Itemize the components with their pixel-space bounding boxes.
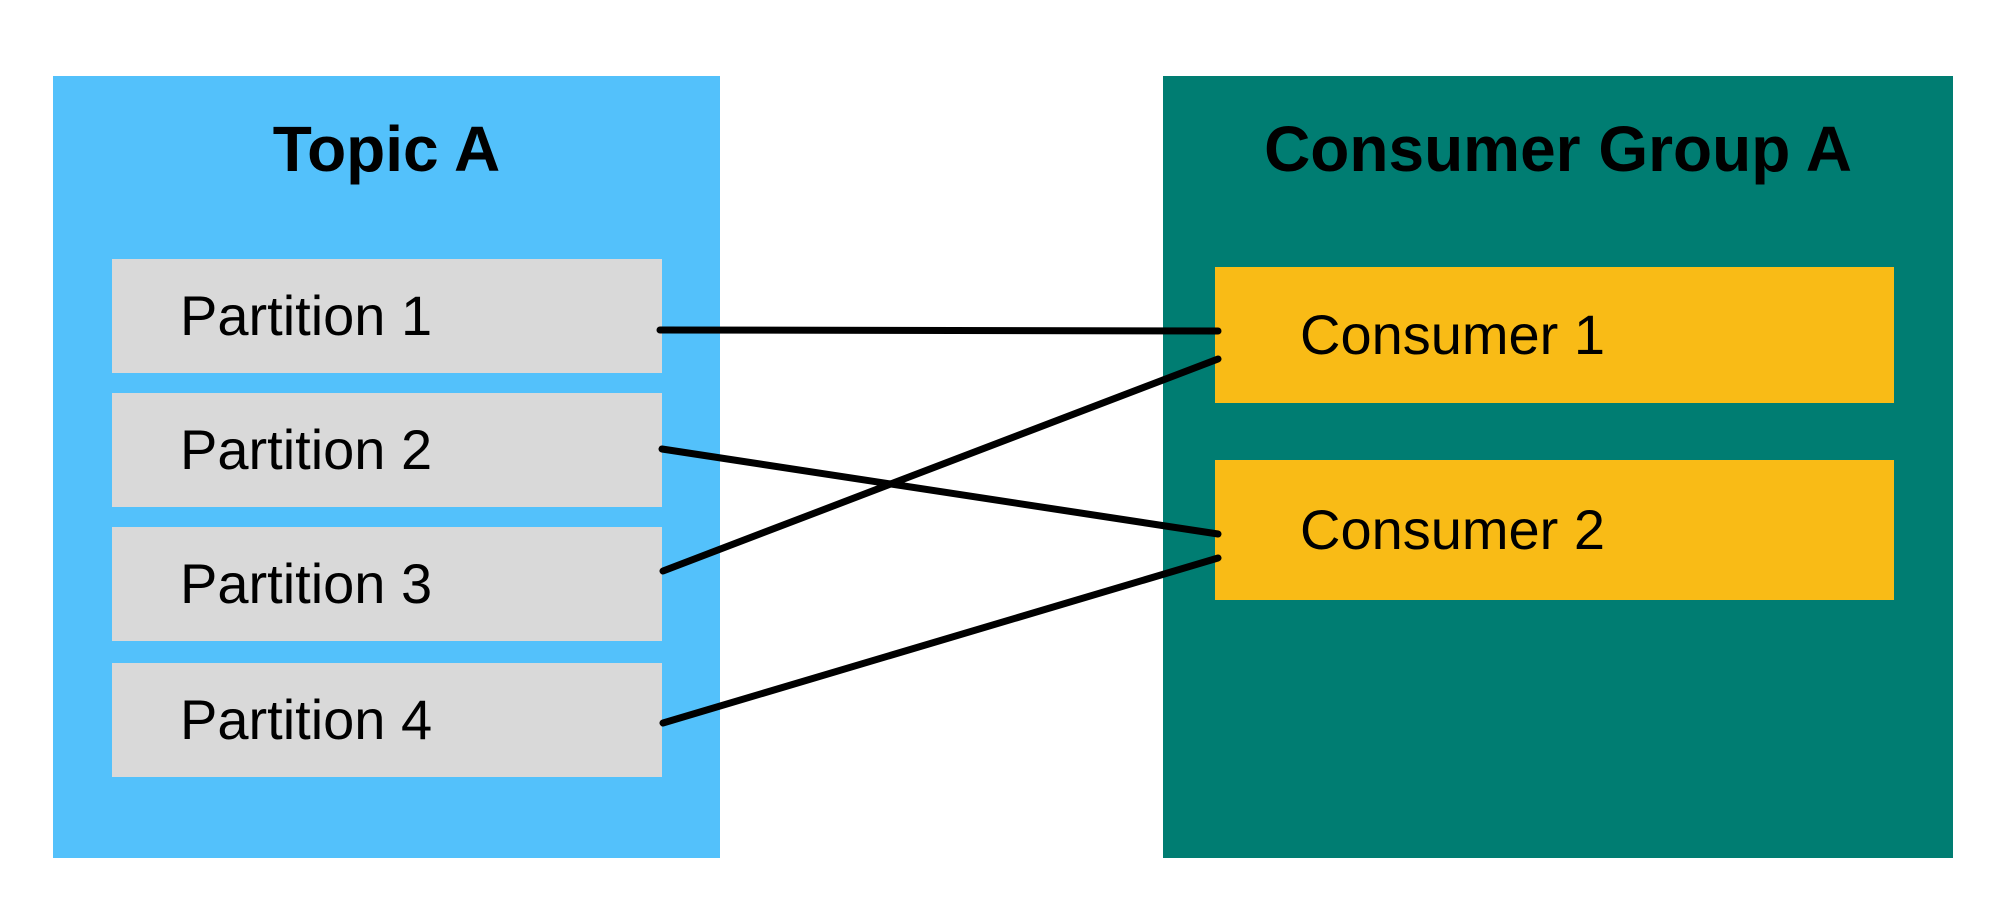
partition-4-box: Partition 4 (112, 663, 662, 777)
partition-3-box: Partition 3 (112, 527, 662, 641)
consumer-group-title: Consumer Group A (1264, 113, 1852, 185)
partition-2-box: Partition 2 (112, 393, 662, 507)
consumer-group-box: Consumer Group A Consumer 1 Consumer 2 (1163, 76, 1953, 858)
connection-partition4-consumer2 (659, 554, 1222, 727)
connection-partition3-consumer1 (659, 355, 1222, 575)
consumer-1-box: Consumer 1 (1215, 267, 1894, 403)
topic-title: Topic A (272, 113, 501, 185)
consumer-2-box: Consumer 2 (1215, 460, 1894, 600)
partition-2-label: Partition 2 (180, 418, 433, 481)
partition-1-box: Partition 1 (112, 259, 662, 373)
partition-1-label: Partition 1 (180, 284, 433, 347)
partition-4-label: Partition 4 (180, 688, 433, 751)
partition-3-label: Partition 3 (180, 552, 433, 615)
topic-box: Topic A Partition 1 Partition 2 Partitio… (53, 76, 720, 858)
connection-partition2-consumer2 (658, 445, 1222, 538)
consumer-1-label: Consumer 1 (1300, 303, 1606, 366)
connection-partition1-consumer1 (656, 326, 1222, 335)
consumer-2-label: Consumer 2 (1300, 498, 1606, 561)
